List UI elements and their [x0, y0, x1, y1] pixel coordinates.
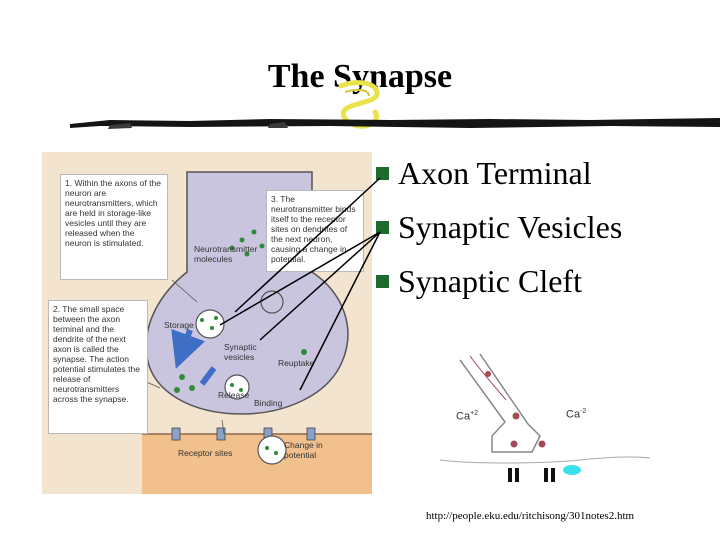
label-synaptic-vesicles: Synaptic vesicles: [224, 342, 257, 362]
annotation-box-1: 1. Within the axons of the neuron are ne…: [60, 174, 168, 280]
bullet-text: Synaptic Vesicles: [398, 209, 623, 245]
slide-title: The Synapse: [267, 58, 453, 95]
label-binding: Binding: [254, 398, 283, 408]
label-storage: Storage: [164, 320, 194, 330]
source-url: http://people.eku.edu/ritchisong/301note…: [426, 510, 635, 522]
label-receptor-sites: Receptor sites: [178, 448, 233, 458]
annotation-box-3: 3. The neurotransmitter binds itself to …: [266, 190, 364, 272]
bullet-text: Axon Terminal: [398, 155, 592, 191]
label-reuptake: Reuptake: [278, 358, 315, 368]
label-release: Release: [218, 390, 250, 400]
bullet-list: Axon Terminal Synaptic Vesicles Synaptic…: [376, 150, 622, 312]
bullet-item: Synaptic Vesicles: [376, 204, 622, 258]
title-underline-bar: [70, 118, 720, 129]
bullet-item: Axon Terminal: [376, 150, 622, 204]
square-bullet-icon: [376, 275, 389, 289]
synapse-diagram: 1. Within the axons of the neuron are ne…: [42, 152, 372, 494]
bullet-item: Synaptic Cleft: [376, 258, 622, 312]
neuron-sketch: Ca+2 Ca-2: [440, 352, 650, 504]
label-neurotransmitter: Neurotransmitter molecules: [194, 244, 258, 264]
square-bullet-icon: [376, 167, 389, 181]
calcium-ion-right-label: Ca-2: [566, 408, 587, 421]
square-bullet-icon: [376, 221, 389, 235]
calcium-ion-left-label: Ca+2: [456, 410, 479, 423]
label-change-potential: Change in potential: [284, 440, 323, 460]
annotation-box-2: 2. The small space between the axon term…: [48, 300, 148, 434]
bullet-text: Synaptic Cleft: [398, 263, 582, 299]
